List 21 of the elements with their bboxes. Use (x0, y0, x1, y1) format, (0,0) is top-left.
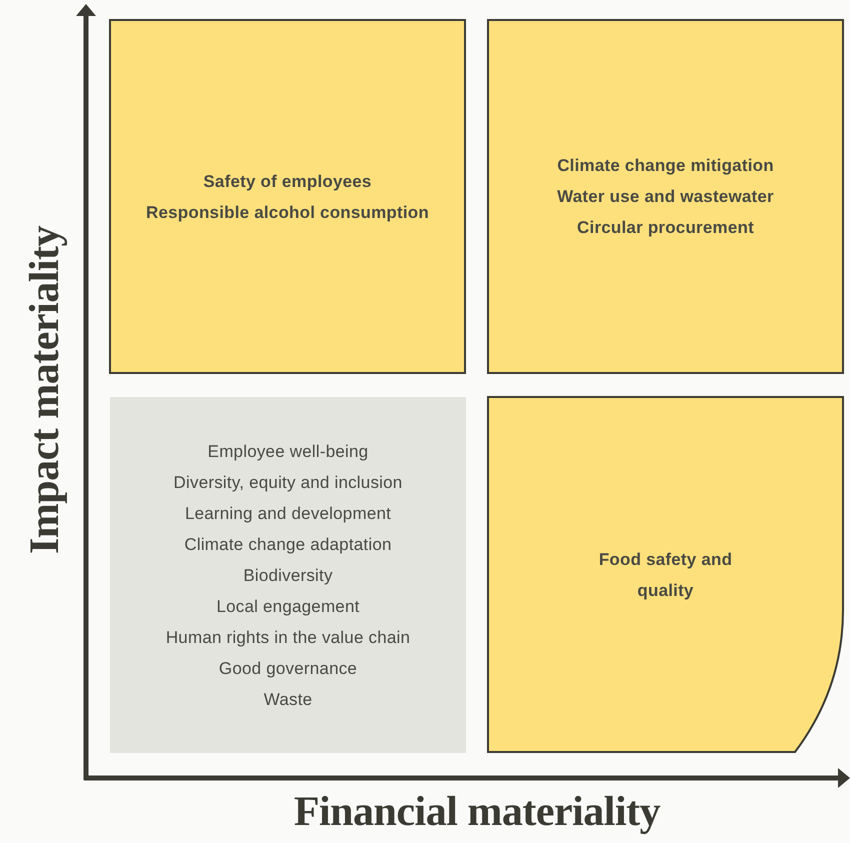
topic-text: Local engagement (216, 596, 360, 618)
topic-text: Responsible alcohol consumption (146, 202, 429, 224)
topic-text: Human rights in the value chain (166, 626, 410, 648)
axis-title: Financial materiality (294, 788, 660, 836)
topic-text: Food safety and quality (598, 548, 734, 602)
topic-text: Employee well-being (208, 440, 368, 462)
topic-text: Biodiversity (243, 564, 333, 586)
quadrant-box (488, 20, 843, 373)
axis-title: Impact materiality (21, 226, 69, 554)
quadrant-box (488, 397, 843, 752)
topic-text: Water use and wastewater (557, 186, 774, 208)
quadrant-box (110, 397, 466, 753)
topic-text: Good governance (218, 658, 358, 680)
topic-text: Climate change mitigation (557, 155, 774, 177)
quadrant-box (110, 20, 465, 373)
topic-text: Learning and development (184, 502, 392, 524)
topic-text: Diversity, equity and inclusion (174, 472, 402, 494)
topic-text: Circular procurement (577, 217, 754, 239)
topic-text: Safety of employees (203, 170, 372, 192)
topic-text: Waste (264, 688, 312, 710)
topic-text: Climate change adaptation (184, 534, 392, 556)
